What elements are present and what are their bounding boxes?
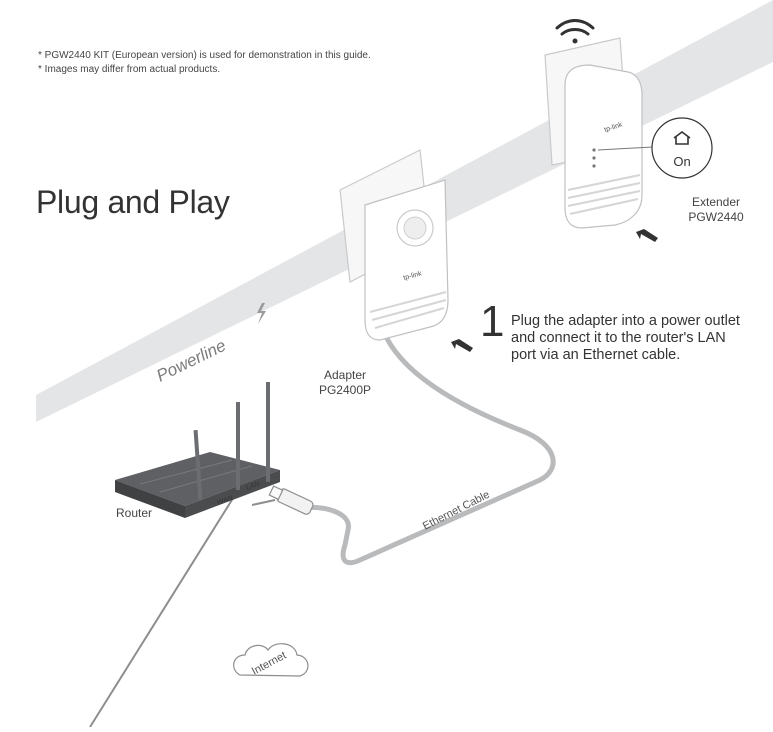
step-instructions: Plug the adapter into a power outlet and…	[511, 313, 771, 364]
adapter-brand: tp-link	[403, 270, 423, 282]
router-lan-lead	[251, 499, 276, 506]
note-kit: * PGW2440 KIT (European version) is used…	[38, 50, 371, 61]
arrow-icon	[636, 229, 658, 242]
ethernet-cable-label: Ethernet Cable	[421, 489, 492, 533]
led-callout	[651, 117, 713, 179]
page-title: Plug and Play	[36, 184, 230, 220]
extender-name: Extender	[691, 195, 741, 209]
internet-line	[89, 494, 236, 728]
note-images: * Images may differ from actual products…	[38, 64, 221, 75]
ethernet-plug	[268, 485, 314, 515]
router	[115, 382, 280, 518]
adapter-device: tp-link	[339, 149, 449, 341]
lightning-icon	[257, 303, 266, 324]
router-lan-label: LAN	[245, 480, 261, 492]
step-line-1: Plug the adapter into a power outlet	[511, 313, 740, 329]
wifi-icon	[555, 19, 595, 44]
led-state-label: On	[673, 154, 690, 169]
step-line-2: and connect it to the router's LAN	[511, 330, 726, 346]
internet-cloud	[233, 643, 309, 677]
router-label: Router	[115, 506, 153, 520]
adapter-model: PG2400P	[318, 383, 372, 397]
extender-label: Extender PGW2440	[676, 195, 756, 225]
step-number: 1	[480, 297, 505, 346]
ethernet-cable	[297, 327, 556, 566]
arrow-icon	[451, 339, 473, 352]
step-line-3: port via an Ethernet cable.	[511, 347, 681, 363]
home-icon	[673, 131, 691, 145]
adapter-name: Adapter	[323, 368, 367, 382]
extender-device: tp-link	[544, 37, 653, 229]
adapter-label: Adapter PG2400P	[305, 368, 385, 398]
extender-model: PGW2440	[688, 210, 744, 224]
